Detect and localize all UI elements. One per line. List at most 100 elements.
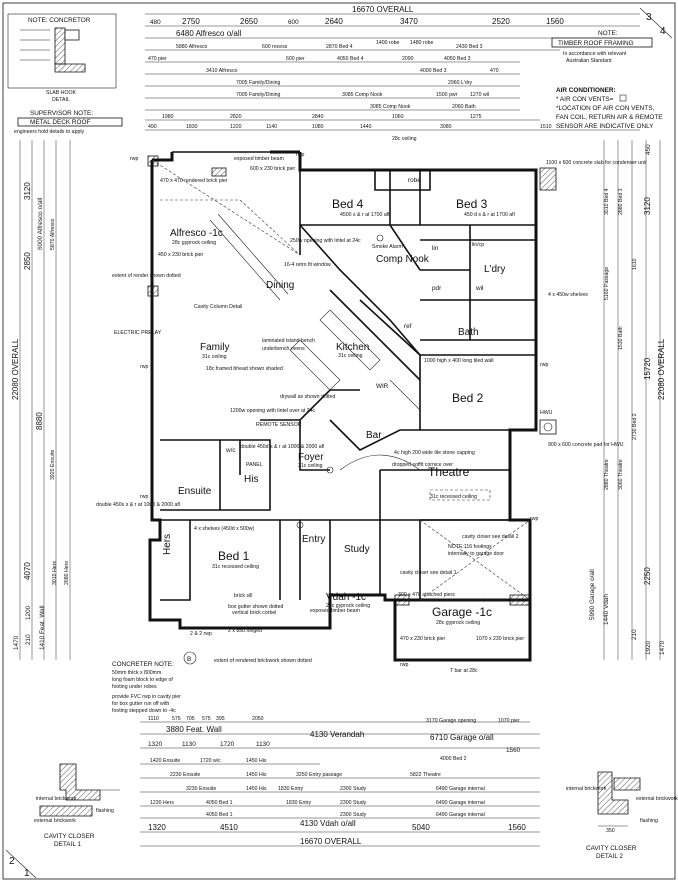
top-dim-2640: 2640: [325, 17, 343, 26]
right-dim-1470: 1470: [659, 640, 666, 655]
supervisor-line-2: engineers hold details to apply: [14, 129, 84, 135]
detail1-flashing: flashing: [96, 808, 114, 814]
top-dim-470pier: 470 pier: [148, 56, 167, 62]
detail2-subtitle: DETAIL 2: [596, 853, 623, 860]
annot-ceiling-28c: 28c ceiling: [392, 136, 417, 142]
annot-opening-1200: 1200w opening with lintel over at 24c: [230, 408, 315, 414]
kitchen-benches: [289, 309, 421, 411]
top-dimensions: 16670 OVERALL 480 2750 2650 600 2640 347…: [145, 5, 640, 131]
bot-dim-1130a: 1130: [182, 741, 196, 748]
sheet-number-1: 1: [24, 868, 30, 879]
left-dim-1200: 1200: [25, 605, 32, 620]
supervisor-note-title: SUPERVISOR NOTE:: [30, 110, 93, 117]
room-bath: Bath: [458, 327, 479, 338]
detail2-dim: 350: [606, 828, 615, 834]
annot-attached-piers: 300 x 470 attached piers: [398, 592, 455, 598]
room-verandah: Vdah -1c: [326, 592, 366, 603]
left-dim-3120: 3120: [23, 182, 32, 200]
room-garage-ceiling: 28c gyprock ceiling: [436, 620, 480, 626]
hwu-pad: [539, 419, 557, 435]
timber-note-title: NOTE:: [598, 30, 618, 37]
room-hers: Hers: [162, 534, 173, 555]
top-dim-1830: 1830: [186, 124, 198, 130]
top-dim-480: 480: [150, 19, 161, 26]
detail2-flashing: flashing: [640, 818, 658, 824]
room-kitchen-ceiling: 31c ceiling: [338, 353, 363, 359]
annot-hwu-pad: 900 x 600 concrete pad for HWU: [548, 442, 624, 448]
right-dim-bath: 1530 Bath: [618, 326, 624, 350]
detail2-external: external brickwork: [636, 796, 678, 802]
room-foyer-ceiling: 31c ceiling: [298, 463, 323, 469]
room-wil: wil: [475, 285, 483, 292]
alfresco-area: [147, 155, 301, 301]
top-dim-2520: 2520: [492, 17, 510, 26]
annot-drywall: drywall as shown dotted: [280, 394, 335, 400]
bot-dim-1130b: 1130: [256, 741, 270, 748]
annot-rwp-6: rwp: [540, 362, 548, 368]
top-dim-bed3: 2430 Bed 3: [456, 44, 483, 50]
annot-brick-pier-1070: 1070 x 230 brick pier: [476, 636, 524, 642]
annot-box-gutter: box gutter shown dotted: [228, 604, 283, 610]
right-dim-theatre2: 3060 Theatre: [618, 459, 624, 490]
top-dim-2650: 2650: [240, 17, 258, 26]
annot-double-shelf: double 450d s & r at 1000 & 2000 afl: [240, 444, 324, 450]
bot-dim-4050bed1-a: 4050 Bed 1: [206, 800, 233, 806]
cavity-closer-detail-2: 350 internal brickwork external brickwor…: [566, 771, 678, 860]
bot-dim-2300study-c: 2300 Study: [340, 812, 367, 818]
top-dim-4000bed3: 4000 Bed 3: [420, 68, 447, 74]
bot-dim-5040: 5040: [412, 823, 430, 832]
top-dim-1270wil: 1270 wil: [470, 92, 489, 98]
slab-hook-detail: NOTE: CONCRETOR SLAB HOOK DETAIL: [7, 13, 117, 103]
left-dim-1470: 1470: [13, 635, 20, 650]
right-dim-15720: 15720: [643, 357, 652, 380]
timber-roof-note: NOTE: TIMBER ROOF FRAMING In accordance …: [551, 30, 653, 64]
bot-dim-2300study-b: 2300 Study: [340, 800, 367, 806]
room-bed3: Bed 3: [456, 197, 488, 211]
annot-exposed-beam: exposed timber beam: [234, 156, 284, 162]
bot-dim-2050: 2050: [252, 716, 264, 722]
annot-hwu: HWU: [540, 410, 553, 416]
bot-dim-verandah: 4130 Verandah: [310, 730, 364, 739]
room-robe: robe: [408, 177, 421, 184]
left-dim-ensuite: 3920 Ensuite: [50, 450, 56, 480]
annot-electric: ELECTRIC PRELAY: [114, 330, 162, 336]
top-dim-bath: 2060 Bath: [452, 104, 476, 110]
top-dim-3410: 3410 Alfresco: [206, 68, 238, 74]
bot-dim-4050bed1-b: 4050 Bed 1: [206, 812, 233, 818]
left-dim-alfresco-oall: 6000 Alfresco o/all: [37, 198, 44, 250]
bot-dim-1720: 1720: [220, 741, 235, 748]
overall-bottom: 16670 OVERALL: [300, 837, 362, 846]
section-marker-label: B: [187, 656, 191, 663]
room-entry: Entry: [302, 534, 325, 545]
left-dim-8880: 8880: [35, 412, 44, 430]
right-dim-bed3: 2880 Bed 3: [618, 188, 624, 215]
room-theatre: Theatre: [428, 465, 470, 479]
annot-island-bench: laminated island bench: [262, 338, 315, 344]
bot-dim-705: 705: [186, 716, 195, 722]
smoke-alarm-icon-1: [376, 234, 384, 242]
aircon-line-4: SENSOR ARE INDICATIVE ONLY: [556, 123, 654, 130]
top-dim-comp2: 3085 Comp Nook: [370, 104, 411, 110]
annot-bhead: 18c framed bhead shown shaded: [206, 366, 283, 372]
left-dim-5870: 5870 Alfresco: [50, 218, 56, 250]
bot-dim-2300study-a: 2300 Study: [340, 786, 367, 792]
top-dim-3080: 3080: [440, 124, 452, 130]
bot-dim-1720wc: 1720 w/c: [200, 758, 221, 764]
top-dim-1500pwr: 1500 pwr: [436, 92, 458, 98]
sheet-number-2: 2: [9, 856, 15, 867]
annot-4-shelves: 4 x shelves (450d x 500w): [194, 526, 255, 532]
concreter-line-1: 50mm thick x 800mm: [112, 670, 161, 676]
bot-dim-575b: 575: [202, 716, 211, 722]
room-bed4: Bed 4: [332, 197, 364, 211]
annot-smoke-alarm-1: Smoke Alarm: [372, 244, 403, 250]
room-comp-nook: Comp Nook: [376, 254, 430, 265]
left-dim-hers2: 2680 Hers: [64, 561, 70, 585]
section-marker-circle: [183, 651, 197, 665]
annot-brick-sill: brick sill: [234, 593, 252, 599]
timber-note-line-2: In accordance with relevant: [563, 51, 627, 57]
annotations: exposed timber beam 470 x 470 rendered b…: [96, 136, 647, 674]
top-dim-family1: 7005 Family/Dining: [236, 80, 281, 86]
bot-dim-1320b: 1320: [148, 823, 166, 832]
right-dim-3120: 3120: [643, 197, 652, 215]
top-dim-5880: 5880 Alfresco: [176, 44, 208, 50]
